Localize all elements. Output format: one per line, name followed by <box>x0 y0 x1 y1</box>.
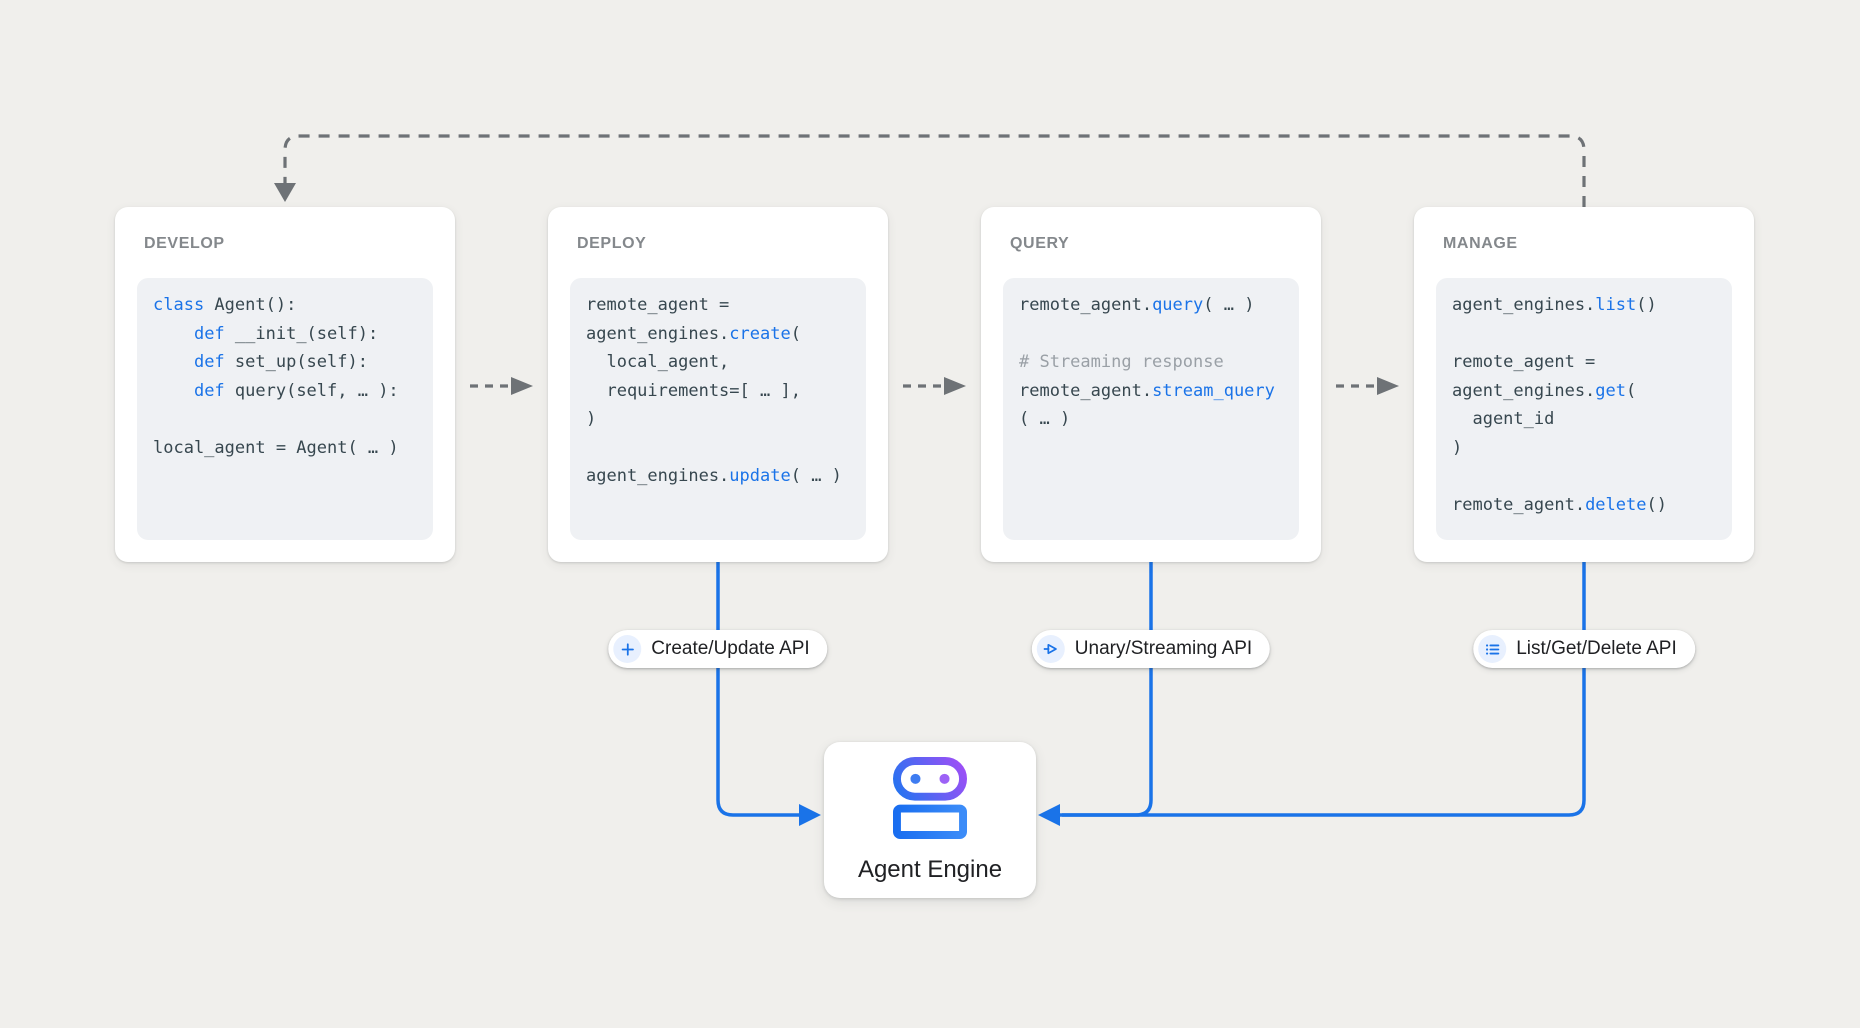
pill-label: List/Get/Delete API <box>1516 638 1677 659</box>
card-title: QUERY <box>1010 235 1070 252</box>
card-develop: DEVELOP class Agent(): def __init_(self)… <box>115 207 455 562</box>
code-snippet: class Agent(): def __init_(self): def se… <box>137 278 433 540</box>
code-line <box>1452 462 1716 491</box>
pill-create-update-api: Create/Update API <box>608 630 828 668</box>
card-deploy: DEPLOY remote_agent = agent_engines.creat… <box>548 207 888 562</box>
code-snippet: agent_engines.list() remote_agent = agent… <box>1436 278 1732 540</box>
arrow-right-icon <box>511 377 533 395</box>
code-line <box>1452 320 1716 349</box>
arrow-right-icon <box>1377 377 1399 395</box>
code-line: def query(self, … ): <box>193 380 399 401</box>
code-line: def set_up(self): <box>193 352 368 372</box>
pill-label: Unary/Streaming API <box>1074 638 1253 659</box>
code-line: remote_agent = <box>1452 352 1596 372</box>
code-line: requirements=[ … ], <box>586 380 801 401</box>
code-line: agent_engines.list() <box>1452 295 1657 315</box>
arrow-right-icon <box>944 377 966 395</box>
list-icon <box>1478 635 1507 663</box>
code-line: agent_id <box>1452 409 1555 429</box>
code-line: class Agent(): <box>153 295 297 315</box>
code-line: agent_engines.create( <box>586 323 801 344</box>
code-line: def __init_(self): <box>193 323 379 344</box>
code-line: ) <box>1452 437 1463 458</box>
stream-icon <box>1036 635 1065 663</box>
code-line <box>153 405 417 434</box>
code-line: remote_agent.delete() <box>1452 494 1667 515</box>
plus-icon <box>613 635 642 663</box>
code-snippet: remote_agent.query( … ) # Streaming resp… <box>1003 278 1299 540</box>
arrow-down-icon <box>274 183 296 202</box>
arrow-right-icon <box>799 804 821 826</box>
code-line: agent_engines.get( <box>1452 380 1637 401</box>
code-snippet: remote_agent = agent_engines.create( loca… <box>570 278 866 540</box>
blue-connector-manage <box>1062 562 1586 817</box>
code-line: remote_agent = <box>586 295 730 315</box>
code-line <box>1019 320 1283 349</box>
loop-dashed-line <box>283 134 1586 207</box>
blue-connector-deploy <box>716 562 799 817</box>
code-line: local_agent, <box>586 352 730 372</box>
code-line: ) <box>586 409 597 429</box>
pill-unary-streaming-api: Unary/Streaming API <box>1031 630 1271 668</box>
code-line: remote_agent.query( … ) <box>1019 295 1255 315</box>
card-manage: MANAGE agent_engines.list() remote_agent… <box>1414 207 1754 562</box>
arrow-left-icon <box>1038 804 1060 826</box>
card-title: MANAGE <box>1443 235 1518 252</box>
robot-icon <box>893 756 967 844</box>
card-query: QUERY remote_agent.query( … ) # Streamin… <box>981 207 1321 562</box>
code-line: ( … ) <box>1019 409 1071 429</box>
code-line: # Streaming response <box>1019 352 1224 372</box>
card-title: DEVELOP <box>144 235 225 252</box>
pill-label: Create/Update API <box>651 638 810 659</box>
card-title: DEPLOY <box>577 235 647 252</box>
code-line: remote_agent.stream_query <box>1019 380 1275 401</box>
agent-engine-node: Agent Engine <box>824 742 1036 898</box>
code-line <box>586 434 850 463</box>
engine-label: Agent Engine <box>857 855 1003 883</box>
code-line: local_agent = Agent( … ) <box>153 437 399 458</box>
blue-connector-query <box>1060 562 1153 817</box>
code-line: agent_engines.update( … ) <box>586 466 842 486</box>
pill-list-get-delete-api: List/Get/Delete API <box>1473 630 1695 668</box>
